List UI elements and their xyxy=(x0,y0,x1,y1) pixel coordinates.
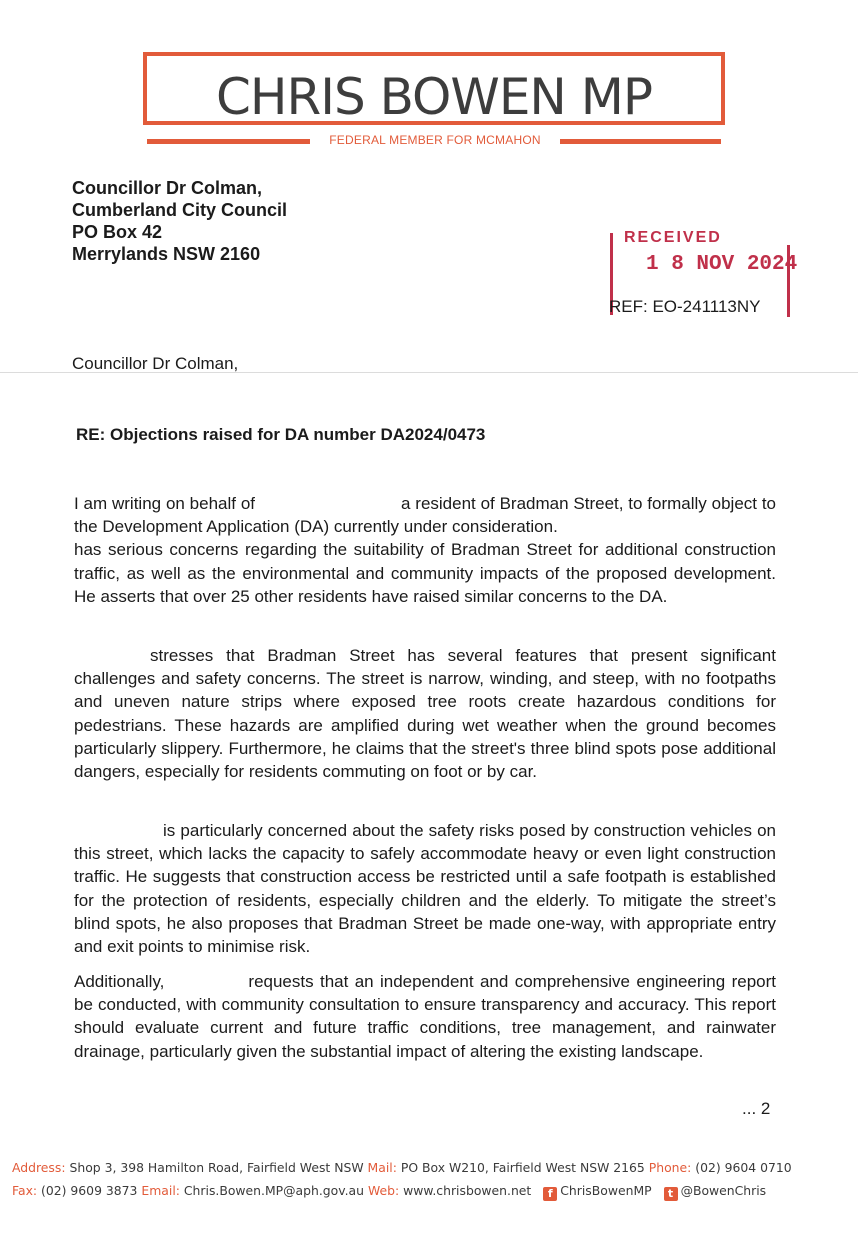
paragraph-text: a resident of Bradman Street, to formall… xyxy=(74,494,776,537)
stamp-border-right xyxy=(787,245,790,317)
salutation: Councillor Dr Colman, xyxy=(72,354,239,373)
body-paragraph-3: is particularly concerned about the safe… xyxy=(74,821,776,957)
facebook-icon: f xyxy=(543,1187,558,1201)
footer-phone-label: Phone: xyxy=(648,1160,692,1175)
letterhead-logo-frame xyxy=(143,52,725,125)
footer-mail-label: Mail: xyxy=(367,1160,397,1175)
footer-address: Shop 3, 398 Hamilton Road, Fairfield Wes… xyxy=(69,1160,364,1175)
received-stamp-word: RECEIVED xyxy=(624,229,722,246)
body-paragraph-4: Additionally,requests that an independen… xyxy=(74,970,776,1063)
footer-web: www.chrisbowen.net xyxy=(403,1183,532,1198)
scan-fold-line xyxy=(0,372,858,373)
footer-line-1: Address: Shop 3, 398 Hamilton Road, Fair… xyxy=(12,1159,792,1177)
footer-line-2: Fax: (02) 9609 3873 Email: Chris.Bowen.M… xyxy=(12,1182,766,1201)
letterhead-subtitle-wrap: FEDERAL MEMBER FOR MCMAHON xyxy=(310,131,560,149)
recipient-address: Councillor Dr Colman, Cumberland City Co… xyxy=(72,177,287,265)
body-paragraph-2: stresses that Bradman Street has several… xyxy=(74,646,776,782)
page-continuation-marker: ... 2 xyxy=(742,1099,771,1118)
received-stamp-date: 1 8 NOV 2024 xyxy=(646,253,798,276)
logo-underline-right xyxy=(553,139,721,144)
footer-mail: PO Box W210, Fairfield West NSW 2165 xyxy=(400,1160,645,1175)
footer-email: Chris.Bowen.MP@aph.gov.au xyxy=(183,1183,364,1198)
address-line: Cumberland City Council xyxy=(72,200,288,220)
letterhead-subtitle: FEDERAL MEMBER FOR MCMAHON xyxy=(329,133,541,147)
paragraph-text: has serious concerns regarding the suita… xyxy=(74,540,776,606)
paragraph-text: Additionally, xyxy=(74,972,165,991)
address-line: Merrylands NSW 2160 xyxy=(72,244,261,264)
subject-line: RE: Objections raised for DA number DA20… xyxy=(76,425,486,444)
footer-twitter: @BowenChris xyxy=(680,1183,767,1198)
letterhead-name: CHRIS BOWEN MP xyxy=(215,68,653,126)
footer-fax: (02) 9609 3873 xyxy=(41,1183,138,1198)
address-line: PO Box 42 xyxy=(72,222,163,242)
footer-fax-label: Fax: xyxy=(12,1183,38,1198)
footer-email-label: Email: xyxy=(141,1183,180,1198)
footer-address-label: Address: xyxy=(12,1160,66,1175)
paragraph-text: I am writing on behalf of xyxy=(74,494,255,513)
paragraph-text: requests that an independent and compreh… xyxy=(74,972,776,1061)
footer-facebook: ChrisBowenMP xyxy=(560,1183,652,1198)
reference-number: REF: EO-241113NY xyxy=(609,297,761,316)
twitter-icon: t xyxy=(663,1187,678,1201)
stamp-border-left xyxy=(610,233,613,315)
address-line: Councillor Dr Colman, xyxy=(72,178,263,198)
footer-phone: (02) 9604 0710 xyxy=(695,1160,792,1175)
footer-web-label: Web: xyxy=(367,1183,400,1198)
logo-underline-left xyxy=(147,139,317,144)
